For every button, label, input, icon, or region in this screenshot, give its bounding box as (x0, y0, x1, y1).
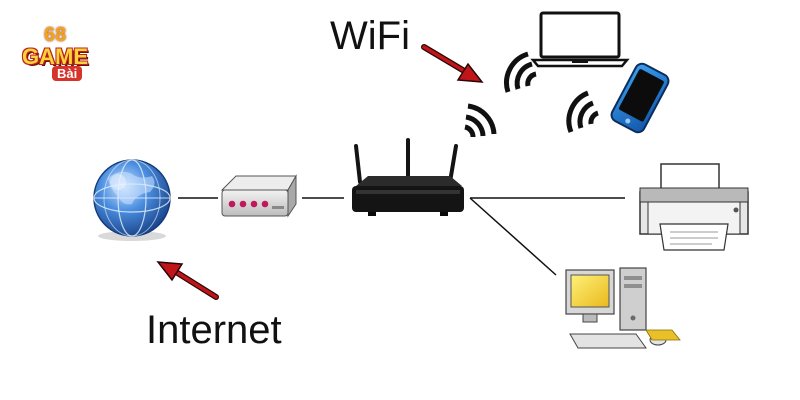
internet-label: Internet (146, 308, 282, 352)
logo-sub-text: Bài (52, 66, 83, 81)
globe-icon (93, 159, 171, 241)
internet-arrow (156, 261, 219, 300)
wifi-label: WiFi (330, 14, 410, 58)
wifi-signal-router (464, 103, 497, 138)
modem-icon (220, 174, 297, 218)
link-router-desktop (469, 197, 557, 276)
wifi-arrow (421, 44, 484, 83)
desktop-computer-icon (565, 267, 681, 349)
router-icon (352, 138, 464, 216)
brand-logo: 68 GAME Bài (20, 24, 112, 86)
laptop-icon (530, 11, 630, 68)
wifi-signal-laptop (504, 51, 537, 93)
connection-lines (178, 197, 625, 276)
logo-number: 68 (44, 24, 67, 46)
printer-icon (639, 163, 749, 251)
smartphone-icon (610, 62, 670, 134)
wifi-signal-phone (566, 90, 599, 133)
logo-main-text: GAME (22, 44, 88, 69)
